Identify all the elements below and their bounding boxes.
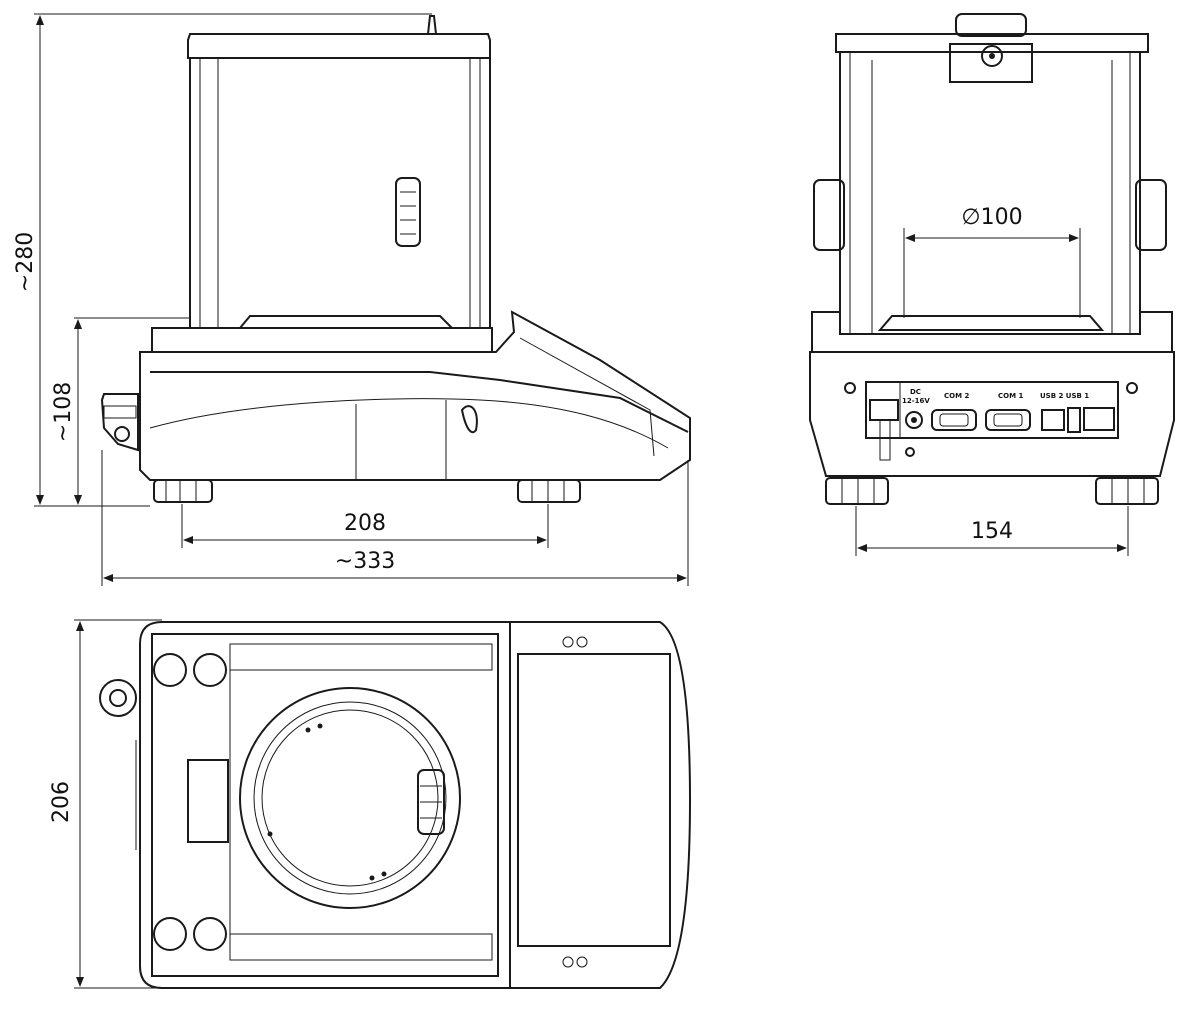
side-view [100,15,691,503]
length-total-label: ~333 [335,549,395,574]
front-view: DC 12-16V COM 2 COM 1 USB 2 USB 1 [809,13,1175,505]
com1-label: COM 1 [998,392,1023,400]
com2-label: COM 2 [944,392,969,400]
top-view [99,621,692,989]
depth-top-label: 206 [49,781,74,823]
height-total-label: ~280 [13,232,38,292]
dc-label: DC [910,388,921,396]
usb-label: USB 2 USB 1 [1040,392,1089,400]
dimension-lines [34,13,1129,989]
feet-spacing-rear-label: 154 [971,519,1013,544]
dc-voltage-label: 12-16V [902,397,930,405]
height-base-label: ~108 [51,382,76,442]
pan-diameter-label: ∅100 [961,205,1022,230]
feet-spacing-side-label: 208 [344,511,386,536]
